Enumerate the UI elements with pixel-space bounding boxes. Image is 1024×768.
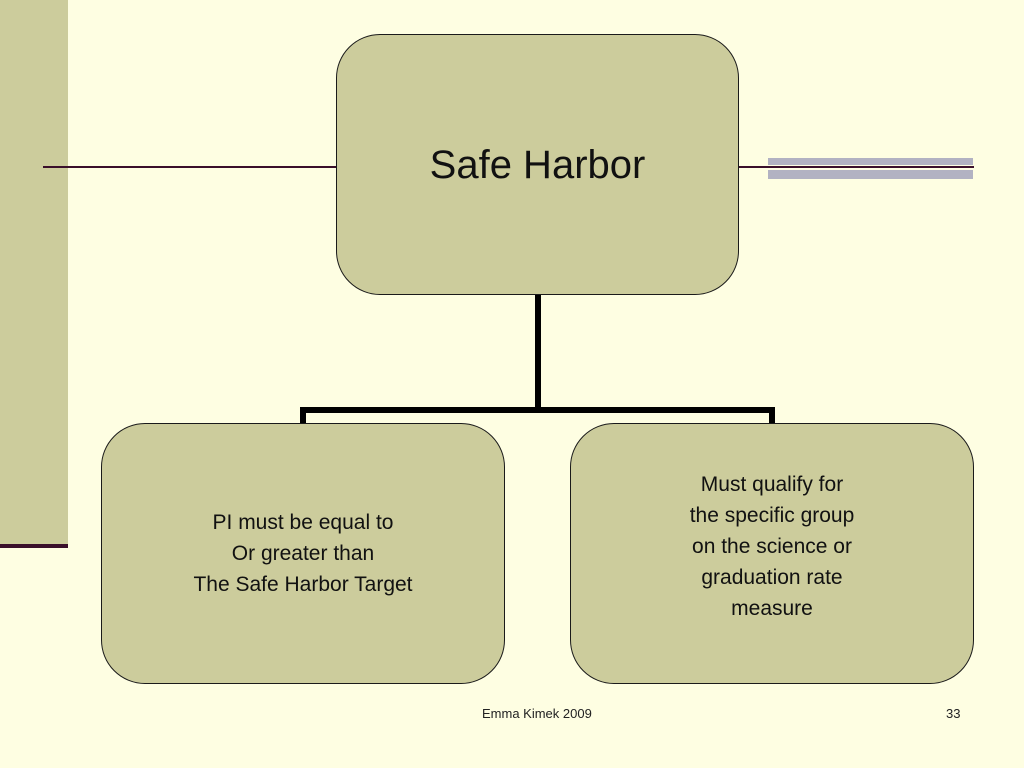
footer-page-number: 33 [946,706,961,721]
child-right-line-1: Must qualify for [700,473,844,496]
left-decorative-band [0,0,68,546]
child-left-line-3: The Safe Harbor Target [193,573,413,596]
root-node-box: Safe Harbor [336,34,739,295]
root-node-label: Safe Harbor [429,143,646,187]
title-rule-left [43,166,337,168]
footer-author: Emma Kimek 2009 [482,706,592,721]
child-node-right: Must qualify for the specific group on t… [570,423,974,684]
child-right-line-2: the specific group [689,504,855,527]
child-node-right-text: Must qualify for the specific group on t… [690,469,855,624]
accent-bar-bottom [768,170,973,179]
title-rule-right [738,166,974,168]
child-node-left-text: PI must be equal to Or greater than The … [193,507,412,600]
child-left-line-1: PI must be equal to [212,511,394,534]
child-left-line-2: Or greater than [231,542,375,565]
accent-bar-top [768,158,973,165]
child-right-line-4: graduation rate [701,566,843,589]
child-right-line-3: on the science or [692,535,852,558]
child-right-line-5: measure [731,597,813,620]
child-node-left: PI must be equal to Or greater than The … [101,423,505,684]
left-band-rule [0,544,68,548]
